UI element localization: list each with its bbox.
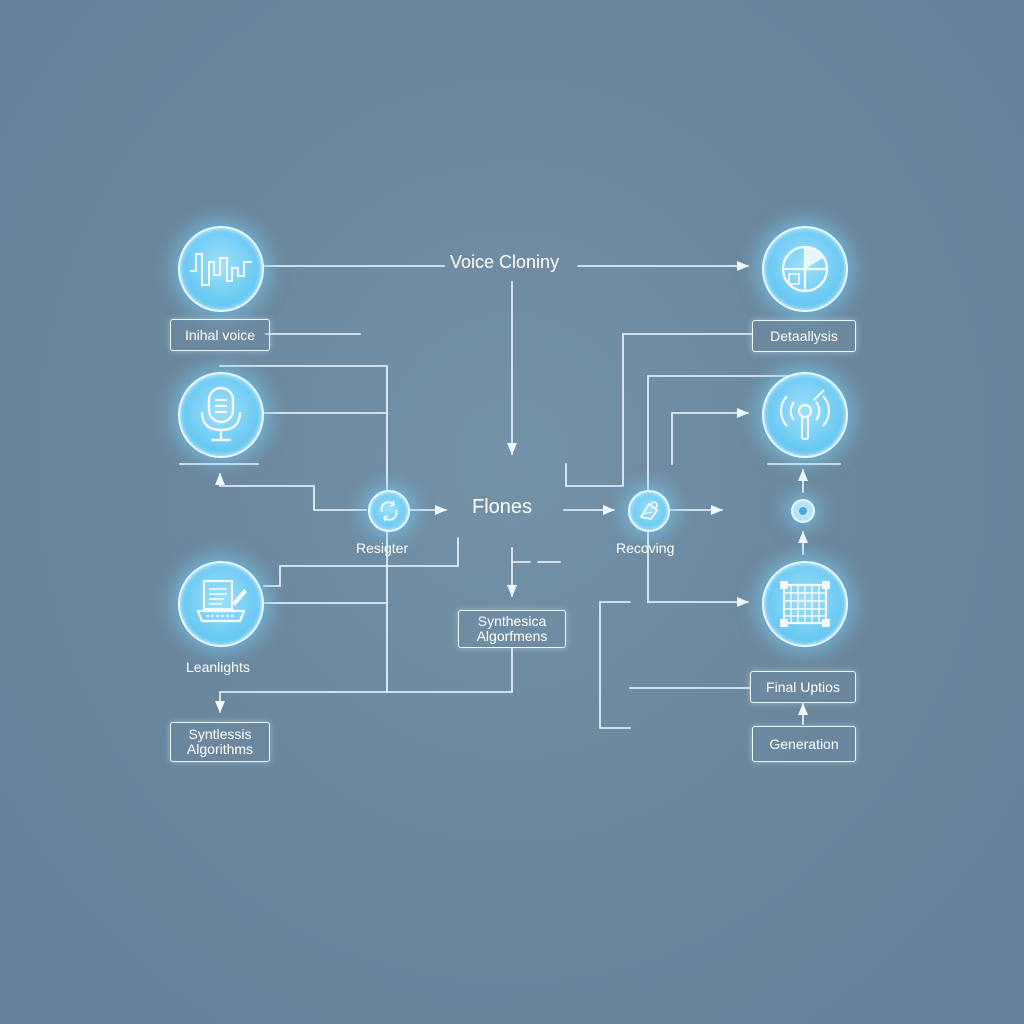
arrow-to-synthesis-box: [215, 691, 388, 713]
synthesica-line-1: Synthesica: [477, 613, 547, 630]
voice-cloning-label: Voice Cloniny: [450, 252, 560, 272]
leanlights-label: Leanlights: [186, 659, 250, 675]
initial-voice-box[interactable]: Inihal voice: [170, 319, 270, 351]
resigter-node[interactable]: [368, 490, 410, 532]
synthesis-algorithms-box[interactable]: Syntlessis Algorithms: [170, 722, 270, 762]
document-edit-icon: [196, 579, 247, 623]
grid-panel-node[interactable]: [762, 561, 848, 647]
antenna-node[interactable]: [762, 372, 848, 458]
line-resigter-to-doc: [263, 537, 459, 587]
pie-chart-node[interactable]: [762, 226, 848, 312]
recoving-label: Recoving: [616, 540, 675, 556]
dot-icon: [799, 507, 807, 515]
synthesis-algorithms-line-2: Algorithms: [186, 741, 254, 757]
synthesica-line-2: Algorfmens: [476, 628, 548, 644]
arrow-to-antenna: [671, 408, 749, 465]
generation-box[interactable]: Generation: [752, 726, 856, 762]
pie-chart-icon: [781, 245, 829, 293]
line-right-loop: [599, 601, 631, 729]
cycle-icon: [380, 500, 398, 522]
document-edit-node[interactable]: [178, 561, 264, 647]
detaallysis-box[interactable]: Detaallysis: [752, 320, 856, 352]
signal-antenna-icon: [780, 389, 830, 441]
line-to-detaallysis: [565, 333, 753, 487]
flones-label: Flones: [472, 496, 533, 518]
microphone-node[interactable]: [178, 372, 264, 458]
recoving-node[interactable]: [628, 490, 670, 532]
synthesis-algorithms-line-1: Syntlessis: [188, 726, 252, 743]
waveform-icon: [190, 253, 252, 286]
dot-node[interactable]: [791, 499, 815, 523]
final-uptios-box[interactable]: Final Uptios: [750, 671, 856, 703]
resigter-label: Resigter: [356, 540, 409, 556]
synthesica-box[interactable]: Synthesica Algorfmens: [458, 610, 566, 648]
line-top-bus-right: [647, 375, 804, 493]
microphone-icon: [200, 386, 242, 442]
process-icon: [639, 501, 659, 521]
waveform-node[interactable]: [178, 226, 264, 312]
grid-panel-icon: [780, 581, 830, 627]
arrow-up-to-mic: [215, 473, 367, 511]
